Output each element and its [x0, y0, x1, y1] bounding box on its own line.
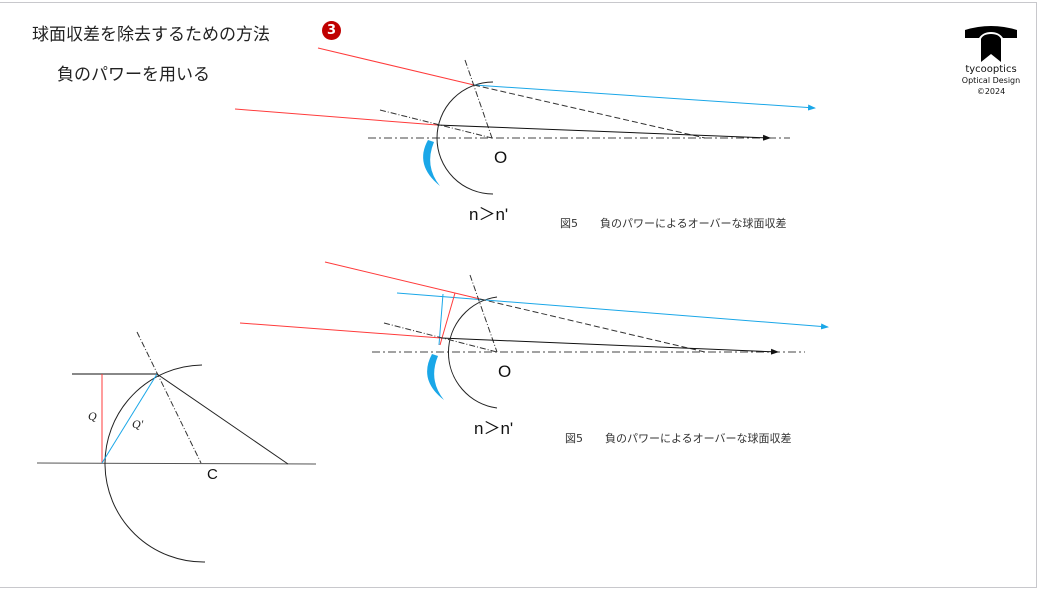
incident-ray-upper	[317, 47, 475, 86]
refracted-ray-lower	[436, 124, 771, 141]
q-label: Q	[88, 409, 97, 423]
logo-copyright: ©2024	[976, 87, 1006, 96]
logo-tagline: Optical Design	[961, 76, 1021, 85]
normal-line-lower	[379, 109, 493, 139]
slide-title: 球面収差を除去するための方法	[32, 25, 270, 45]
center-label-middle: O	[498, 362, 512, 381]
refracted-ray-upper	[396, 292, 829, 330]
refracted-ray-upper	[473, 84, 816, 111]
caption-top: 図5 負のパワーによるオーバーな球面収差	[560, 217, 787, 230]
figure-top	[234, 47, 816, 195]
optical-axis	[36, 462, 317, 465]
refracted-ray-lower	[440, 337, 779, 355]
negative-lens	[427, 354, 444, 400]
blue-height-line	[438, 293, 444, 346]
normal-line	[136, 331, 202, 464]
normal-line	[464, 59, 493, 139]
normal-line-lower	[383, 322, 498, 353]
negative-lens	[423, 140, 440, 186]
q-prime-line	[101, 373, 158, 464]
refracting-surface	[447, 296, 498, 409]
red-height-line	[439, 292, 456, 346]
incident-ray-lower	[234, 108, 438, 126]
index-label-middle: n＞n'	[474, 419, 514, 438]
ideal-ray	[473, 84, 706, 139]
q-prime-label: Q'	[132, 417, 144, 431]
refracting-surface	[436, 81, 494, 195]
incident-ray-lower	[239, 322, 442, 339]
ideal-ray	[479, 298, 706, 353]
index-label-top: n＞n'	[469, 205, 509, 224]
slide-subtitle: 負のパワーを用いる	[57, 65, 210, 85]
caption-middle: 図5 負のパワーによるオーバーな球面収差	[565, 432, 792, 445]
logo: tycooptics Optical Design ©2024	[958, 24, 1024, 97]
refracting-surface	[104, 364, 206, 563]
step-badge: 3	[322, 21, 341, 40]
figure-bottom	[36, 331, 317, 563]
tycooptics-logo-icon	[965, 26, 1017, 62]
refracted-ray	[156, 373, 289, 465]
figure-middle	[239, 261, 829, 409]
center-label-top: O	[494, 148, 508, 167]
logo-name: tycooptics	[965, 64, 1017, 75]
normal-line	[469, 274, 498, 353]
center-label-c: C	[207, 466, 218, 483]
incident-ray-upper	[324, 261, 481, 300]
